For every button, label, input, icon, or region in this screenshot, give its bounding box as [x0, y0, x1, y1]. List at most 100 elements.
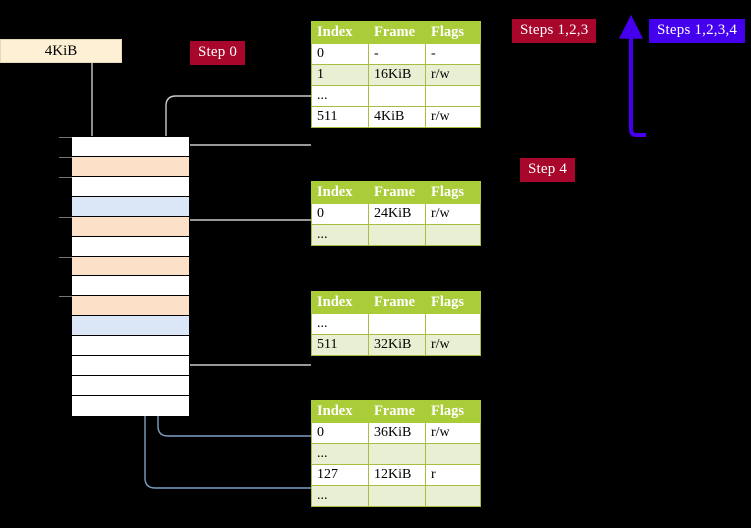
memory-frame-row — [59, 137, 189, 157]
table-cell: 32KiB — [368, 334, 426, 356]
steps-123-badge: Steps 1,2,3 — [512, 19, 597, 43]
table-row: ... — [311, 443, 481, 465]
table-cell — [368, 443, 426, 465]
memory-frame-row — [59, 256, 189, 277]
physical-memory-column — [59, 136, 190, 416]
table-cell — [425, 224, 481, 246]
table-cell: 24KiB — [368, 203, 426, 225]
memory-frame-row — [72, 356, 189, 377]
table-cell: r/w — [425, 422, 481, 444]
column-header-index: Index — [311, 291, 369, 314]
step-4-badge: Step 4 — [520, 158, 576, 182]
memory-frame-row — [59, 156, 189, 177]
table-cell: 511 — [311, 106, 369, 128]
table-cell: 0 — [311, 422, 369, 444]
column-header-flags: Flags — [425, 21, 481, 44]
step-0-badge: Step 0 — [190, 41, 246, 65]
memory-frame-row — [72, 276, 189, 297]
steps-123-label: Steps 1,2,3 — [520, 22, 589, 38]
table-cell: 4KiB — [368, 106, 426, 128]
column-header-flags: Flags — [425, 181, 481, 204]
table-cell: 511 — [311, 334, 369, 356]
column-header-frame: Frame — [368, 181, 426, 204]
column-header-frame: Frame — [368, 291, 426, 314]
memory-row-tick — [59, 176, 72, 178]
table-cell: 12KiB — [368, 464, 426, 486]
table-cell: r/w — [425, 203, 481, 225]
table-cell: 0 — [311, 43, 369, 65]
column-header-frame: Frame — [368, 21, 426, 44]
memory-frame-row — [59, 176, 189, 197]
wire-pdpt-row0 — [176, 219, 311, 260]
column-header-index: Index — [311, 181, 369, 204]
column-header-index: Index — [311, 21, 369, 44]
memory-frame-row — [72, 336, 189, 357]
step-4-label: Step 4 — [528, 161, 568, 177]
table-cell — [368, 485, 426, 507]
table-cell — [425, 85, 481, 107]
column-header-flags: Flags — [425, 400, 481, 423]
table-cell: 0 — [311, 203, 369, 225]
memory-frame-row — [72, 316, 189, 337]
table-cell: 36KiB — [368, 422, 426, 444]
table-cell — [368, 85, 426, 107]
memory-row-tick — [59, 296, 72, 298]
memory-frame-row — [72, 376, 189, 397]
violet-feedback-arrow — [619, 14, 646, 137]
table-cell: ... — [311, 485, 369, 507]
table-row: ... — [311, 313, 481, 335]
memory-row-tick — [59, 216, 72, 218]
table-cell: ... — [311, 443, 369, 465]
table-cell: 1 — [311, 64, 369, 86]
frame-size-label: 4KiB — [44, 42, 78, 59]
table-row: ... — [311, 85, 481, 107]
memory-frame-row — [72, 196, 189, 217]
memory-row-tick — [59, 137, 72, 138]
wire-pd-row511 — [176, 301, 311, 366]
table-cell: r/w — [425, 106, 481, 128]
frame-size-box: 4KiB — [0, 39, 122, 63]
table-cell — [368, 224, 426, 246]
table-cell — [425, 485, 481, 507]
table-cell — [425, 313, 481, 335]
table-cell: r/w — [425, 334, 481, 356]
steps-1234-label: Steps 1,2,3,4 — [657, 22, 738, 38]
column-header-frame: Frame — [368, 400, 426, 423]
memory-frame-row — [59, 216, 189, 237]
table-cell: 16KiB — [368, 64, 426, 86]
table-cell — [425, 443, 481, 465]
table-cell: - — [425, 43, 481, 65]
memory-row-tick — [59, 256, 72, 258]
table-cell: r/w — [425, 64, 481, 86]
column-header-flags: Flags — [425, 291, 481, 314]
table-cell: ... — [311, 313, 369, 335]
table-cell: 127 — [311, 464, 369, 486]
memory-row-tick — [59, 156, 72, 158]
table-cell: - — [368, 43, 426, 65]
table-row: ... — [311, 485, 481, 507]
table-cell: r — [425, 464, 481, 486]
wire-pml4-row511 — [176, 144, 311, 218]
memory-frame-row — [72, 236, 189, 257]
step-0-label: Step 0 — [198, 44, 238, 60]
table-row: ... — [311, 224, 481, 246]
memory-frame-row — [72, 396, 189, 416]
memory-frame-row — [59, 296, 189, 317]
table-cell: ... — [311, 224, 369, 246]
table-cell: ... — [311, 85, 369, 107]
